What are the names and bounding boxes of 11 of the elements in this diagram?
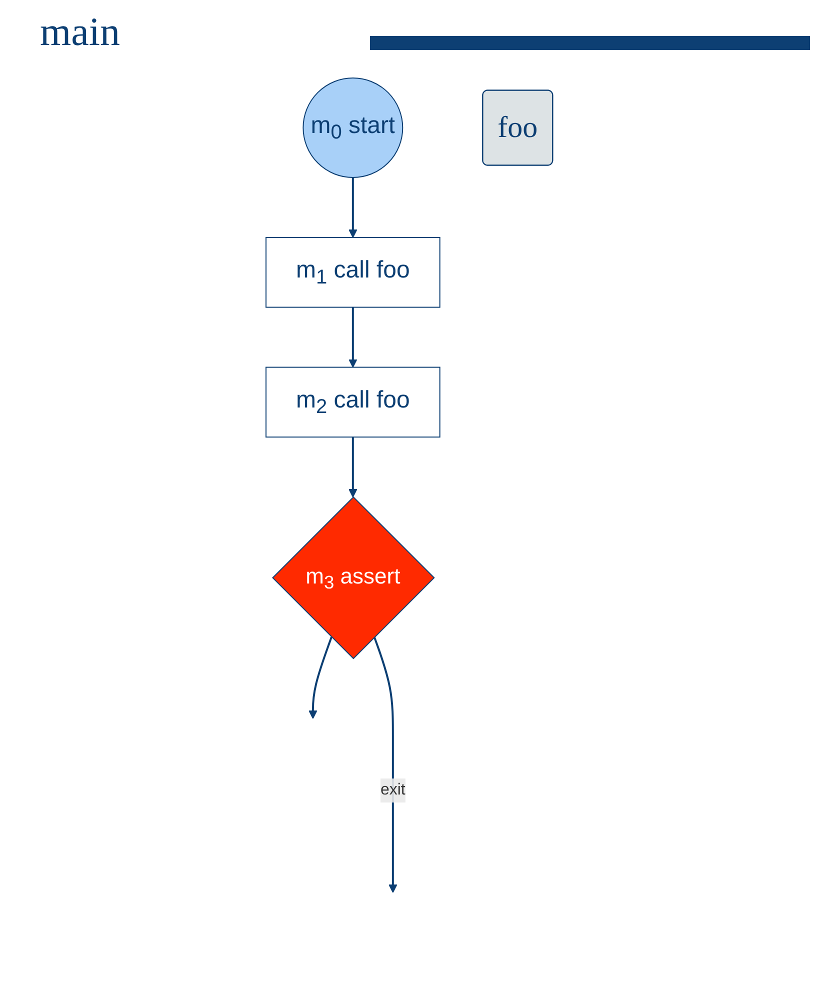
- arrow: [348, 177, 358, 238]
- node-box: m$_{2}$ call foo: [266, 366, 441, 438]
- arrow: [348, 307, 358, 368]
- node-diamond: m$_{3}$ assert: [272, 496, 436, 660]
- arrow: [308, 636, 333, 719]
- arrow: [348, 437, 358, 498]
- title: main: [40, 8, 120, 55]
- node-box: m$_{1}$ call foo: [266, 236, 441, 308]
- arrow: [374, 636, 398, 893]
- edge-label: exit: [380, 782, 406, 798]
- node-circle: m$_{0}$ start: [302, 78, 404, 178]
